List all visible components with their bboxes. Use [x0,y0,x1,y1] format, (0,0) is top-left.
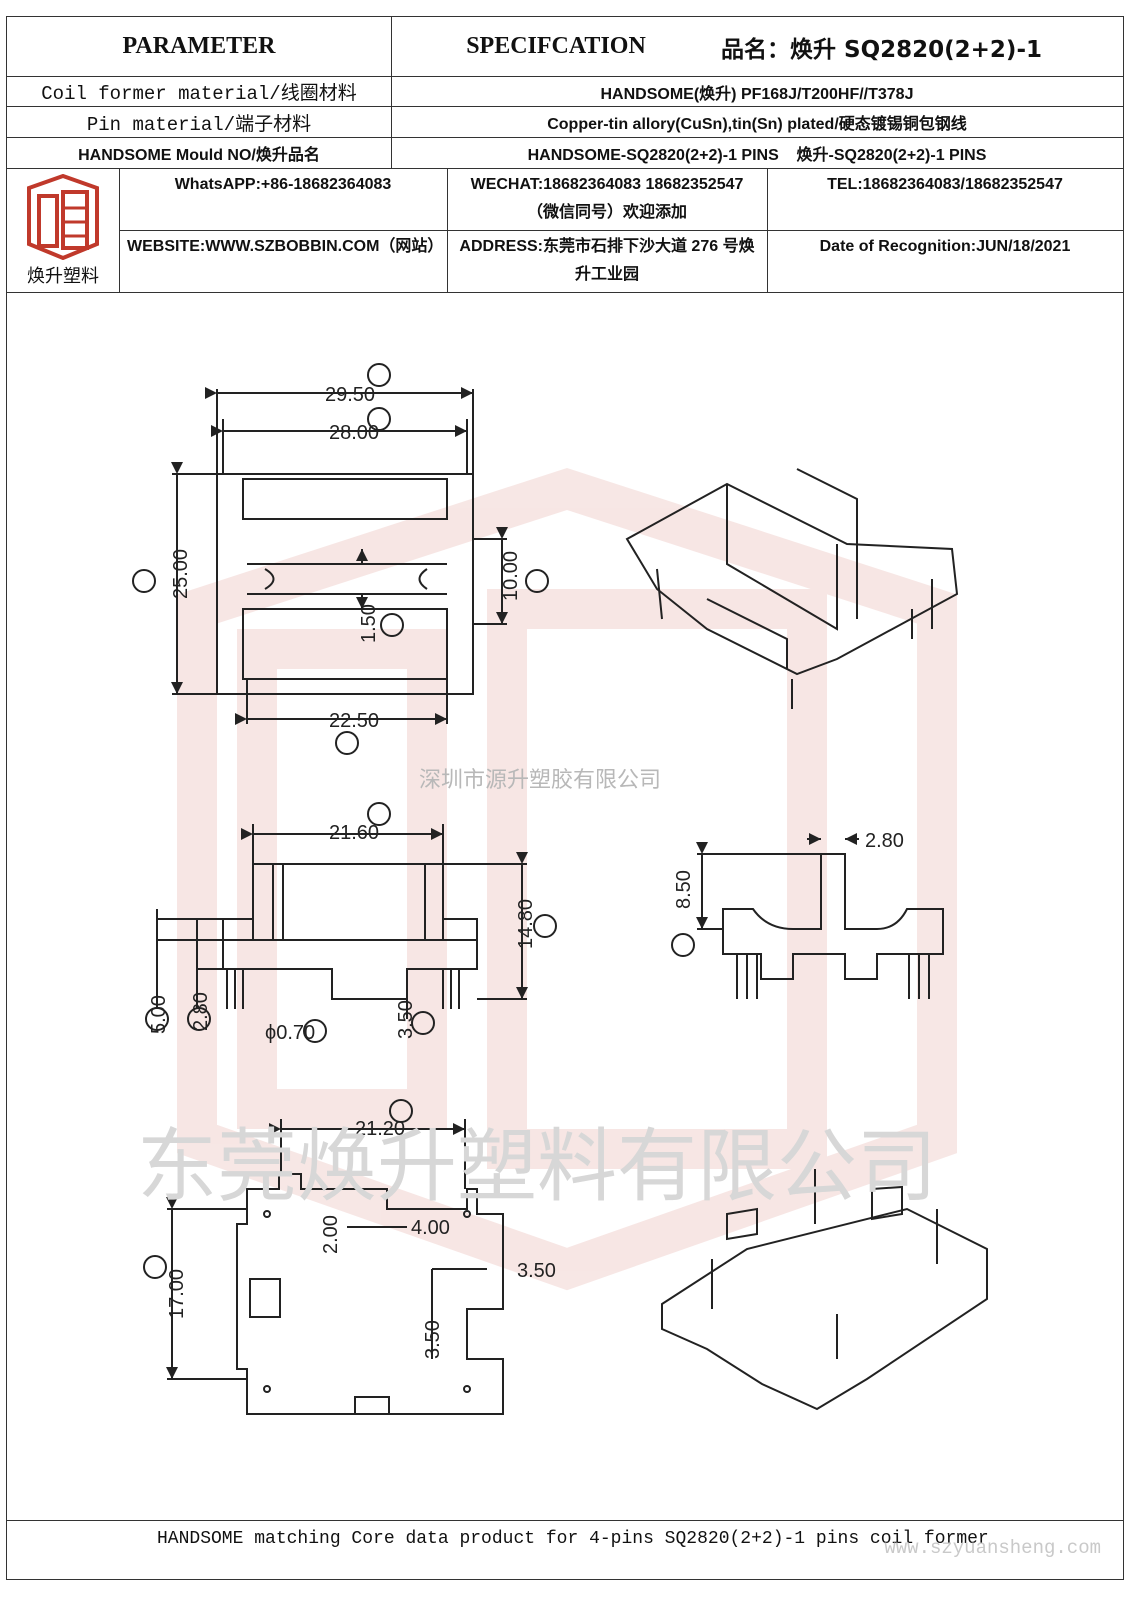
logo-watermark [177,467,957,1291]
product-name: 品名：焕升 SQ2820(2+2)-1 [721,36,1042,63]
dim-A: 21.20 [355,1118,405,1140]
center-watermark: 深圳市源升塑胶有限公司 [419,767,661,792]
bottom-view [166,1119,504,1415]
dim-F: 5.00 [148,995,170,1034]
coil-material-label: Coil former material/线圈材料 [41,83,357,105]
parameter-header: PARAMETER [122,33,276,59]
dim-G: 14.80 [515,899,537,949]
dim-O: 8.50 [673,870,695,909]
dim-E: 2.80 [190,992,212,1031]
mould-no-label: HANDSOME Mould NO/焕升品名 [78,147,320,164]
dim-K: 25.00 [170,549,192,599]
end-view [696,833,944,999]
bottom-watermark: 东莞焕升塑料有限公司 [137,1122,937,1211]
dim-N: 22.50 [329,710,379,732]
dim-b1: 2.00 [320,1215,342,1254]
pin-material-label: Pin material/端子材料 [86,113,312,136]
tel-text: TEL:18682364083/18682352547 [827,176,1063,193]
coil-material-row: Coil former material/线圈材料 HANDSOME(焕升) P… [7,77,1123,107]
address-text: ADDRESS:东莞市石排下沙大道 276 号焕升工业园 [459,238,755,283]
footer-url: www.szyuansheng.com [884,1537,1101,1559]
dim-I: 29.50 [325,384,375,406]
side-view [156,824,528,1019]
pin-material-value: Copper-tin allory(CuSn),tin(Sn) plated/硬… [547,116,967,133]
dim-L: 10.00 [500,551,522,601]
technical-drawing: 29.50 28.00 25.00 10.00 1.50 22.50 [132,363,988,1415]
mould-no-row: HANDSOME Mould NO/焕升品名 HANDSOME-SQ2820(2… [7,138,1123,169]
dimension-markers [132,363,695,1279]
dim-side-top: 2.80 [865,830,904,852]
company-logo: 焕升塑料 [7,169,119,293]
dim-D: 21.60 [329,822,379,844]
top-view [171,387,508,725]
dim-C: ϕ0.70 [265,1022,315,1044]
footer-text: HANDSOME matching Core data product for … [157,1529,989,1549]
company-info-block: 焕升塑料 WhatsAPP:+86-18682364083 WECHAT:186… [7,169,1123,293]
isometric-bottom [661,1169,988,1411]
spec-sheet: PARAMETER SPECIFCATION 品名：焕升 SQ2820(2+2)… [6,16,1124,1580]
specification-header: SPECIFCATION [466,33,646,59]
dim-b3: 3.50 [517,1260,556,1282]
header-row: PARAMETER SPECIFCATION 品名：焕升 SQ2820(2+2)… [7,17,1123,77]
wechat-text: WECHAT:18682364083 18682352547（微信同号）欢迎添加 [470,176,744,221]
footer: HANDSOME matching Core data product for … [7,1520,1123,1579]
dim-b2: 4.00 [411,1217,450,1239]
coil-material-value: HANDSOME(焕升) PF168J/T200HF//T378J [600,85,914,103]
isometric-top [625,468,959,709]
handsome-logo-icon [27,174,99,260]
website-text: WEBSITE:WWW.SZBOBBIN.COM（网站） [127,238,444,255]
mould-no-value: HANDSOME-SQ2820(2+2)-1 PINS 焕升-SQ2820(2+… [527,147,987,164]
recognition-date: Date of Recognition:JUN/18/2021 [819,238,1071,255]
dim-b4: 3.50 [422,1320,444,1359]
whatsapp-text: WhatsAPP:+86-18682364083 [174,176,392,193]
pin-material-row: Pin material/端子材料 Copper-tin allory(CuSn… [7,107,1123,138]
dim-H: 3.50 [395,1000,417,1039]
dim-B: 17.00 [166,1269,188,1319]
dim-M: 1.50 [358,604,380,643]
logo-caption: 焕升塑料 [27,266,99,286]
dim-J: 28.00 [329,422,379,444]
